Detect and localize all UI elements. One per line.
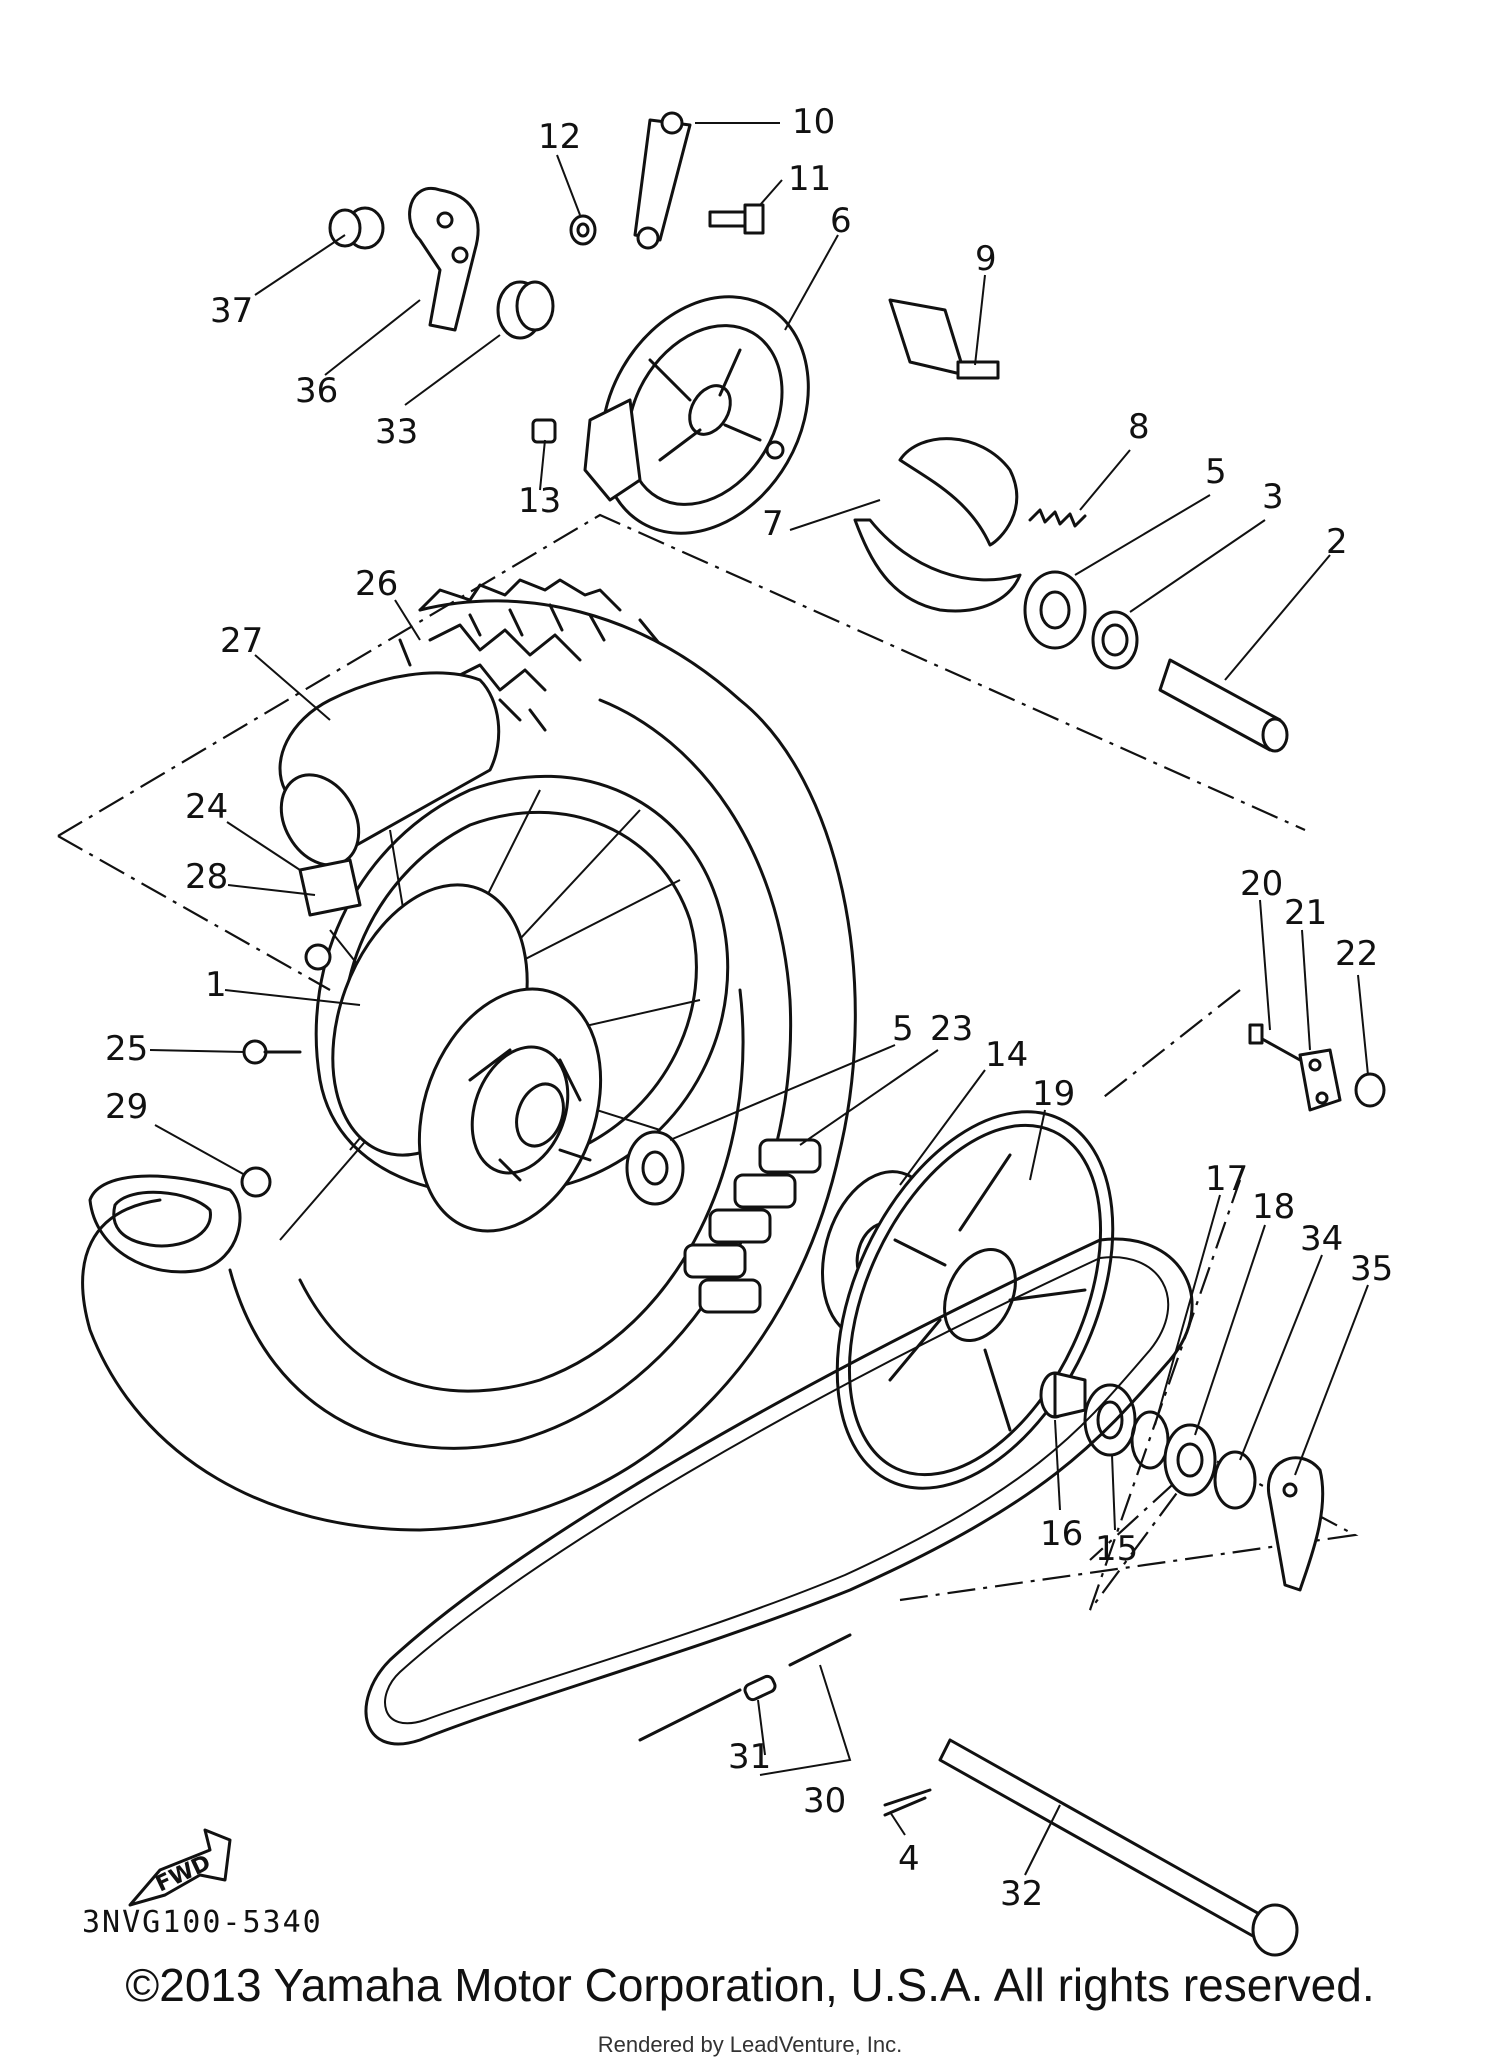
bearing-18 bbox=[1163, 1423, 1217, 1497]
callout-14: 14 bbox=[985, 1035, 1028, 1075]
callout-28: 28 bbox=[185, 857, 228, 897]
callout-21: 21 bbox=[1284, 893, 1327, 933]
rendered-by-credit: Rendered by LeadVenture, Inc. bbox=[597, 2032, 903, 2057]
callout-36: 36 bbox=[295, 371, 338, 411]
callout-17: 17 bbox=[1205, 1159, 1248, 1199]
nut-12 bbox=[569, 214, 597, 246]
copyright-notice: ©2013 Yamaha Motor Corporation, U.S.A. A… bbox=[125, 1959, 1375, 2011]
callout-32: 32 bbox=[1000, 1874, 1043, 1914]
lock-washer-21 bbox=[1298, 1048, 1342, 1112]
callout-19: 19 bbox=[1032, 1074, 1075, 1114]
callout-35: 35 bbox=[1350, 1249, 1393, 1289]
nipple-25 bbox=[242, 1039, 302, 1065]
cam-shaft-9 bbox=[888, 298, 1000, 380]
fwd-label: FWD bbox=[152, 1850, 215, 1897]
callout-26: 26 bbox=[355, 564, 398, 604]
damper-23 bbox=[683, 1138, 822, 1314]
bearing-5-lower bbox=[625, 1130, 685, 1206]
callout-23: 23 bbox=[930, 1009, 973, 1049]
callout-34: 34 bbox=[1300, 1219, 1343, 1259]
fwd-arrow: FWD bbox=[128, 1828, 232, 1907]
callout-30: 30 bbox=[803, 1781, 846, 1821]
rear-axle-32 bbox=[938, 1738, 1299, 1957]
callout-7: 7 bbox=[762, 504, 784, 544]
callout-16: 16 bbox=[1040, 1514, 1083, 1554]
callout-8: 8 bbox=[1128, 407, 1150, 447]
rim-lock-24-28 bbox=[298, 858, 362, 971]
nut-37 bbox=[328, 206, 385, 250]
callout-10: 10 bbox=[792, 102, 835, 142]
collar-16 bbox=[1039, 1371, 1087, 1419]
callout-2: 2 bbox=[1326, 522, 1348, 562]
callout-25: 25 bbox=[105, 1029, 148, 1069]
callout-13: 13 bbox=[518, 481, 561, 521]
bolt-20 bbox=[1248, 1023, 1302, 1062]
cotter-pin-4 bbox=[883, 1788, 932, 1817]
drive-chain-30 bbox=[364, 1237, 1194, 1746]
collar-33 bbox=[496, 280, 555, 340]
collar-34 bbox=[1213, 1450, 1257, 1510]
callout-9: 9 bbox=[975, 239, 997, 279]
chain-puller-35 bbox=[1266, 1456, 1325, 1592]
callout-6: 6 bbox=[830, 201, 852, 241]
callout-4: 4 bbox=[898, 1839, 920, 1879]
callout-22: 22 bbox=[1335, 934, 1378, 974]
brake-panel bbox=[583, 295, 810, 535]
spacer-2 bbox=[1158, 658, 1289, 753]
spring-8 bbox=[1028, 508, 1087, 528]
callout-12: 12 bbox=[538, 117, 581, 157]
part-code: 3NVG100-5340 bbox=[82, 1905, 323, 1940]
callout-11: 11 bbox=[788, 159, 831, 199]
oil-seal-3 bbox=[1091, 610, 1139, 670]
leader-lines bbox=[149, 122, 1369, 1876]
callout-20: 20 bbox=[1240, 864, 1283, 904]
callout-27: 27 bbox=[220, 621, 263, 661]
callout-29: 29 bbox=[105, 1087, 148, 1127]
callout-1: 1 bbox=[205, 965, 227, 1005]
callout-24: 24 bbox=[185, 787, 228, 827]
bolt-11 bbox=[708, 203, 765, 235]
callout-5-upper: 5 bbox=[1205, 452, 1227, 492]
bearing-5-upper bbox=[1023, 570, 1087, 650]
callout-5-lower: 5 bbox=[892, 1009, 914, 1049]
callout-31: 31 bbox=[728, 1737, 771, 1777]
valve-cap-29 bbox=[240, 1166, 272, 1198]
callout-18: 18 bbox=[1252, 1187, 1295, 1227]
callout-33: 33 bbox=[375, 412, 418, 452]
callout-37: 37 bbox=[210, 291, 253, 331]
bolt-13 bbox=[531, 418, 557, 444]
rim-tape-tube bbox=[278, 638, 501, 867]
master-link-31 bbox=[743, 1674, 777, 1702]
callout-15: 15 bbox=[1095, 1529, 1138, 1569]
hub bbox=[331, 883, 603, 1233]
nut-22 bbox=[1354, 1072, 1386, 1108]
tread-pattern bbox=[418, 578, 660, 732]
sprocket-mount-36 bbox=[408, 186, 480, 332]
brake-cam-lever-10 bbox=[633, 111, 692, 250]
brake-shoes-7 bbox=[853, 437, 1022, 613]
callout-3: 3 bbox=[1262, 477, 1284, 517]
callout-labels: 10 11 12 6 9 8 5 3 2 7 13 33 36 37 26 27… bbox=[105, 102, 1393, 1914]
